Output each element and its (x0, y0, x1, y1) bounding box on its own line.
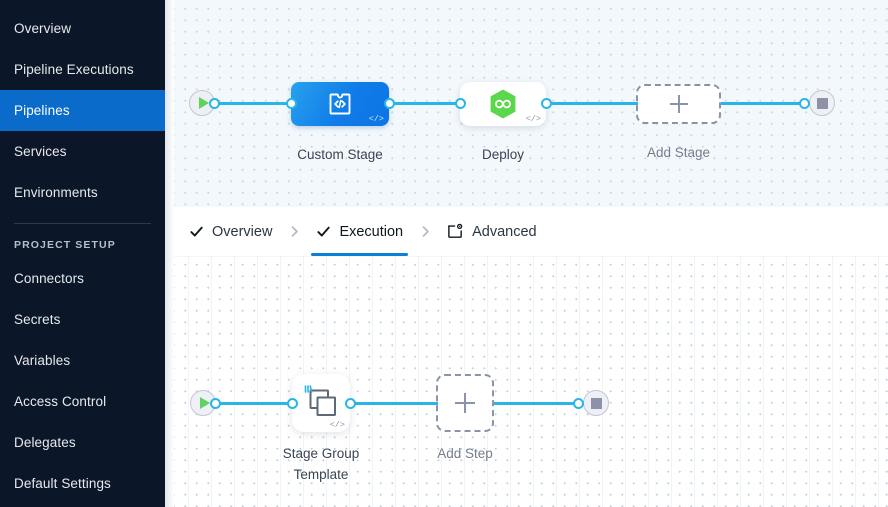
deploy-output-port[interactable] (541, 98, 552, 109)
add-step-node[interactable] (436, 374, 494, 432)
stage-node-custom-stage[interactable]: </> (291, 82, 389, 126)
custom-stage-output-port[interactable] (384, 98, 395, 109)
add-step-label: Add Step (437, 446, 493, 461)
sidebar-item-secrets[interactable]: Secrets (0, 299, 165, 340)
stage-node-deploy[interactable]: </> (460, 82, 546, 126)
sidebar-item-label: Secrets (14, 312, 61, 327)
plus-icon (669, 95, 688, 113)
sidebar-item-default-settings[interactable]: Default Settings (0, 463, 165, 504)
execution-end-input-port[interactable] (573, 398, 584, 409)
connector-template-to-add-step (351, 402, 438, 405)
sidebar-item-label: Pipeline Executions (14, 62, 134, 77)
pipeline-end-node[interactable] (809, 90, 835, 116)
execution-step-canvas[interactable]: </> Stage Group Template Add Step (165, 256, 888, 507)
sidebar-item-pipelines[interactable]: Pipelines (0, 90, 165, 131)
tab-advanced[interactable]: Advanced (437, 207, 547, 256)
stage-group-template-box[interactable]: </> (292, 374, 350, 432)
start-output-port[interactable] (209, 98, 220, 109)
check-icon (317, 226, 331, 237)
sidebar-item-label: Overview (14, 21, 72, 36)
stage-group-template-label: Stage Group Template (282, 446, 360, 482)
add-stage-label: Add Stage (646, 145, 711, 160)
end-input-port[interactable] (799, 98, 810, 109)
sidebar-item-label: Default Settings (14, 476, 111, 491)
check-icon (190, 226, 203, 237)
connector-add-stage-to-end (721, 102, 804, 105)
sidebar-divider (14, 223, 151, 224)
sidebar-item-access-control[interactable]: Access Control (0, 381, 165, 422)
end-circle (583, 390, 609, 416)
stage-group-template-code-badge: </> (329, 420, 345, 430)
advanced-settings-icon (448, 223, 463, 238)
end-circle (809, 90, 835, 116)
execution-start-output-port[interactable] (210, 398, 221, 409)
sidebar-item-label: Variables (14, 353, 71, 368)
chevron-right-icon (291, 226, 298, 237)
sidebar-item-services[interactable]: Services (0, 131, 165, 172)
tab-overview-label: Overview (212, 223, 273, 240)
custom-stage-box[interactable]: </> (291, 82, 389, 126)
custom-stage-code-badge: </> (368, 114, 384, 124)
main-content: </> Custom Stage </> (165, 0, 888, 507)
stage-group-template-input-port[interactable] (287, 398, 298, 409)
sidebar-item-delegates[interactable]: Delegates (0, 422, 165, 463)
stage-config-tabbar: Overview Execution (165, 207, 888, 256)
tab-execution[interactable]: Execution (306, 207, 413, 256)
template-layers-icon (292, 374, 350, 432)
sidebar-item-label: Delegates (14, 435, 76, 450)
stop-icon (816, 97, 828, 109)
deploy-code-badge: </> (525, 114, 541, 124)
stop-icon (590, 397, 602, 409)
tab-separator (413, 225, 437, 238)
execution-end-node[interactable] (583, 390, 609, 416)
connector-start-to-stage-group-template (216, 402, 294, 405)
step-node-stage-group-template[interactable]: </> (292, 374, 350, 432)
connector-deploy-to-add-stage (547, 102, 638, 105)
sidebar-section-project-setup: PROJECT SETUP (14, 239, 116, 251)
deploy-stage-box[interactable]: </> (460, 82, 546, 126)
sidebar-item-label: Pipelines (14, 103, 70, 118)
add-stage-node[interactable] (636, 84, 721, 124)
deploy-hexagon-icon (460, 82, 546, 126)
deploy-input-port[interactable] (455, 98, 466, 109)
sidebar-item-label: Services (14, 144, 67, 159)
play-icon (199, 397, 210, 409)
tab-advanced-label: Advanced (472, 223, 537, 240)
stage-group-template-output-port[interactable] (345, 398, 356, 409)
stage-canvas[interactable]: </> Custom Stage </> (165, 0, 888, 207)
deploy-label: Deploy (481, 147, 525, 162)
custom-stage-input-port[interactable] (286, 98, 297, 109)
add-stage-button[interactable] (636, 84, 721, 124)
sidebar-item-environments[interactable]: Environments (0, 172, 165, 213)
plus-icon (455, 393, 475, 413)
chevron-right-icon (422, 226, 429, 237)
sidebar-item-label: Environments (14, 185, 98, 200)
connector-add-step-to-end (494, 402, 578, 405)
sidebar-item-variables[interactable]: Variables (0, 340, 165, 381)
tab-execution-label: Execution (339, 223, 404, 240)
play-icon (198, 97, 209, 109)
tab-overview[interactable]: Overview (179, 207, 282, 256)
sidebar-item-connectors[interactable]: Connectors (0, 258, 165, 299)
custom-stage-code-icon (291, 82, 389, 126)
sidebar-item-overview[interactable]: Overview (0, 8, 165, 49)
custom-stage-label: Custom Stage (297, 147, 383, 162)
tab-separator (282, 225, 306, 238)
sidebar-item-label: Connectors (14, 271, 85, 286)
connector-start-to-custom-stage (215, 102, 291, 105)
add-step-button[interactable] (436, 374, 494, 432)
sidebar-item-pipeline-executions[interactable]: Pipeline Executions (0, 49, 165, 90)
connector-custom-stage-to-deploy (390, 102, 460, 105)
left-sidebar: Overview Pipeline Executions Pipelines S… (0, 0, 165, 507)
sidebar-item-label: Access Control (14, 394, 107, 409)
